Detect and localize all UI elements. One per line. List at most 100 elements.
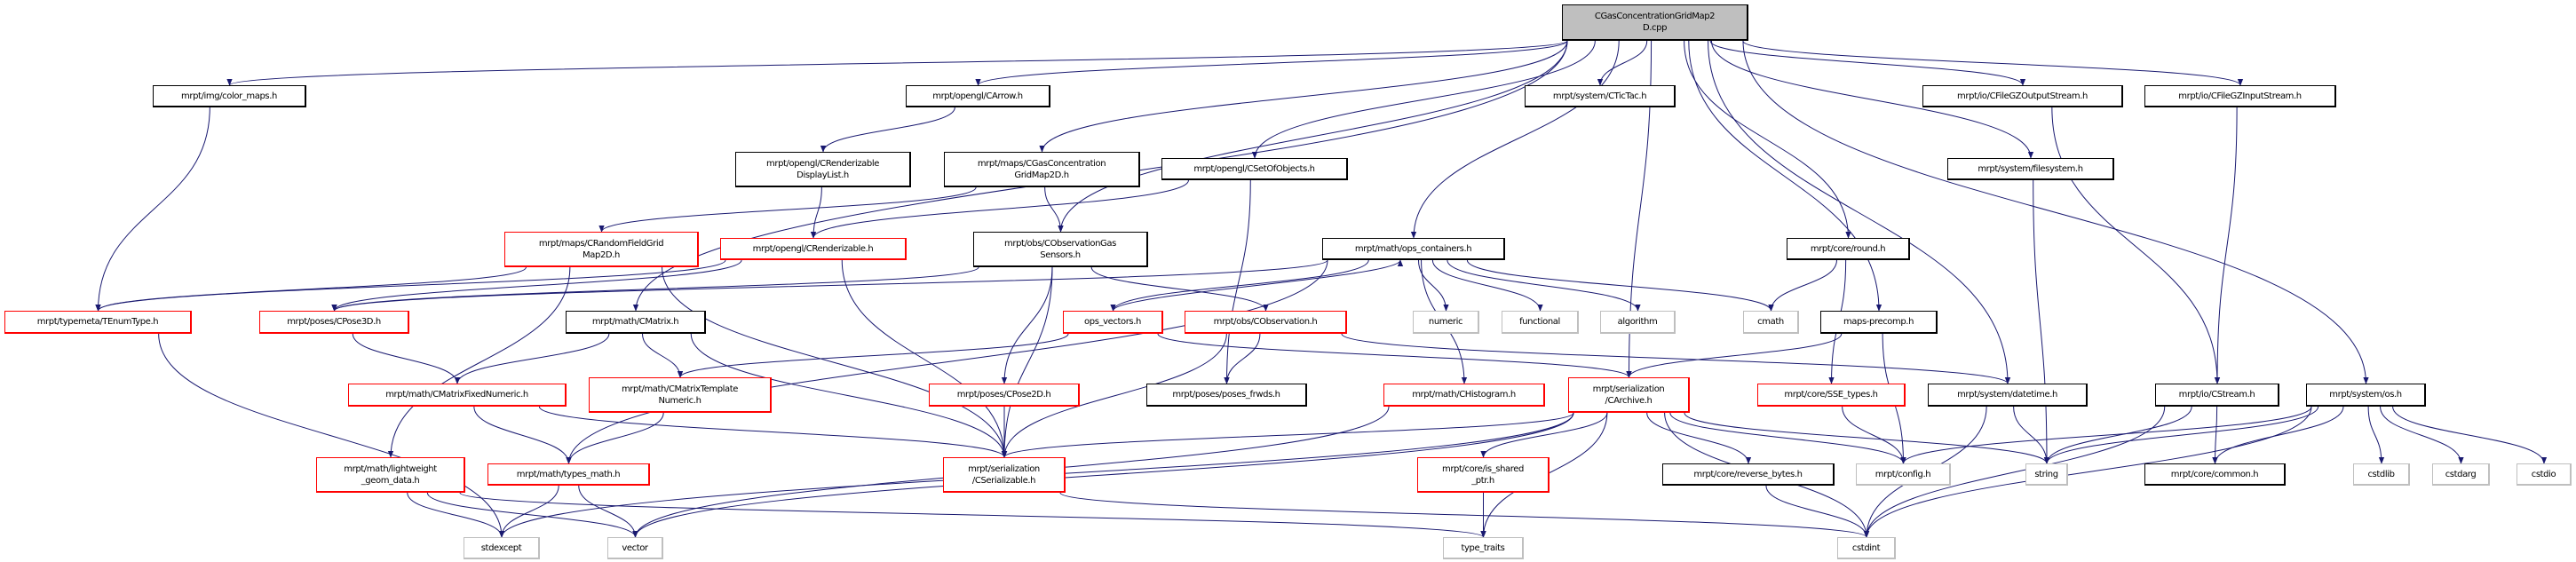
node-cobservation[interactable]: mrpt/obs/CObservation.h: [1185, 311, 1347, 334]
edge-csetofobjects-to-crenderizable: [810, 179, 1189, 239]
edge-cstream-to-cstdint: [1863, 406, 2166, 538]
node-csetofobjects[interactable]: mrpt/opengl/CSetOfObjects.h: [1161, 158, 1348, 180]
node-string[interactable]: string: [2025, 463, 2068, 486]
edge-carchive-to-config: [1669, 412, 1906, 464]
node-cstdarg[interactable]: cstdarg: [2432, 463, 2490, 486]
edge-carrow-to-crdl: [820, 107, 955, 153]
node-round[interactable]: mrpt/core/round.h: [1787, 238, 1910, 260]
edge-cobsgas-to-cpose3d: [331, 266, 979, 312]
node-maps-precomp[interactable]: maps-precomp.h: [1820, 311, 1938, 334]
node-cfilegzout[interactable]: mrpt/io/CFileGZOutputStream.h: [1922, 85, 2123, 107]
edge-cobsgas-to-cpose2d: [1001, 266, 1053, 384]
edge-root-to-cobsgas: [1058, 40, 1568, 233]
edge-root-to-cfilegzin: [1742, 40, 2244, 86]
node-crenderizable[interactable]: mrpt/opengl/CRenderizable.h: [720, 238, 907, 260]
edge-root-to-maps_precomp: [1688, 40, 1882, 312]
node-vector[interactable]: vector: [607, 537, 663, 559]
edge-carchive-to-string: [1684, 412, 2050, 464]
node-crdl[interactable]: mrpt/opengl/CRenderizable DisplayList.h: [735, 152, 911, 187]
edge-sse_types-to-config: [1842, 406, 1906, 464]
node-is-shared-ptr[interactable]: mrpt/core/is_shared _ptr.h: [1417, 457, 1550, 493]
node-datetime[interactable]: mrpt/system/datetime.h: [1928, 384, 2088, 407]
edge-ops_vectors-to-cmtemplate: [677, 333, 1069, 378]
edge-os-to-config: [1900, 406, 2312, 464]
edge-ops_vectors-to-ops_containers: [1113, 259, 1404, 312]
node-carrow[interactable]: mrpt/opengl/CArrow.h: [906, 85, 1050, 107]
edge-ops_containers-to-types_math: [566, 259, 1328, 464]
node-cmath[interactable]: cmath: [1743, 311, 1799, 334]
node-numeric[interactable]: numeric: [1413, 311, 1479, 334]
node-cpose2d[interactable]: mrpt/poses/CPose2D.h: [929, 384, 1080, 407]
node-carchive[interactable]: mrpt/serialization /CArchive.h: [1568, 377, 1690, 413]
node-crandomfield[interactable]: mrpt/maps/CRandomFieldGrid Map2D.h: [504, 232, 699, 267]
node-os[interactable]: mrpt/system/os.h: [2306, 384, 2426, 407]
edge-crenderizable-to-tenumtype: [95, 259, 726, 312]
edge-tenumtype-to-stdexcept: [158, 333, 505, 538]
edge-filesystem-to-string: [2033, 179, 2050, 464]
node-reverse-bytes[interactable]: mrpt/core/reverse_bytes.h: [1662, 463, 1835, 486]
edge-ops_vectors-to-carchive: [1157, 333, 1632, 378]
edge-cgash-to-crandomfield: [598, 186, 977, 233]
node-cstdint[interactable]: cstdint: [1837, 537, 1896, 559]
edge-types_math-to-stdexcept: [498, 485, 559, 538]
node-type-traits[interactable]: type_traits: [1443, 537, 1524, 559]
edge-crenderizable-to-cserializable: [841, 259, 1008, 458]
node-cpose3d[interactable]: mrpt/poses/CPose3D.h: [259, 311, 409, 334]
edge-cobsgas-to-cserializable: [1001, 266, 1053, 458]
edge-cmfixed-to-types_math: [473, 406, 572, 464]
edge-root-to-cfilegzout: [1709, 40, 2026, 86]
edge-cpose3d-to-cmfixed: [352, 333, 461, 384]
edge-cobsgas-to-cobservation: [1090, 266, 1269, 312]
node-stdexcept[interactable]: stdexcept: [464, 537, 540, 559]
edge-cfilegzout-to-cstream: [2051, 107, 2221, 384]
edge-round-to-cmath: [1768, 259, 1837, 312]
node-types-math[interactable]: mrpt/math/types_math.h: [487, 463, 650, 486]
edge-datetime-to-string: [2013, 406, 2050, 464]
node-cobsgas[interactable]: mrpt/obs/CObservationGas Sensors.h: [973, 232, 1148, 267]
edge-cmfixed-to-cserializable: [538, 406, 1008, 458]
node-ops-vectors[interactable]: ops_vectors.h: [1063, 311, 1163, 334]
edge-color_maps-to-tenumtype: [95, 107, 210, 312]
edge-root-to-color_maps: [226, 40, 1568, 86]
node-cmfixed[interactable]: mrpt/math/CMatrixFixedNumeric.h: [348, 384, 567, 407]
node-common[interactable]: mrpt/core/common.h: [2144, 463, 2286, 486]
edge-cobservation-to-poses_frwds: [1224, 333, 1261, 384]
edge-lightweight-to-vector: [426, 492, 638, 538]
edge-cobservation-to-datetime: [1341, 333, 2011, 384]
node-ctictac[interactable]: mrpt/system/CTicTac.h: [1525, 85, 1676, 107]
edge-ops_containers-to-ops_vectors: [1110, 259, 1369, 312]
edge-root-to-os: [1742, 40, 2369, 384]
edge-ops_containers-to-cpose3d: [331, 259, 1328, 312]
node-tenumtype[interactable]: mrpt/typemeta/TEnumType.h: [4, 311, 192, 334]
edge-maps_precomp-to-carchive: [1626, 333, 1843, 378]
edge-cstream-to-string: [2043, 406, 2192, 464]
node-cstream[interactable]: mrpt/io/CStream.h: [2155, 384, 2279, 407]
node-cfilegzin[interactable]: mrpt/io/CFileGZInputStream.h: [2144, 85, 2336, 107]
node-root[interactable]: CGasConcentrationGridMap2 D.cpp: [1562, 4, 1748, 41]
edge-os-to-string: [2043, 406, 2319, 464]
node-cstdio[interactable]: cstdio: [2517, 463, 2572, 486]
node-cstdlib[interactable]: cstdlib: [2353, 463, 2410, 486]
edge-cmatrix-to-cmtemplate: [642, 333, 684, 378]
edge-cstream-to-common: [2212, 406, 2218, 464]
node-chistogram[interactable]: mrpt/math/CHistogram.h: [1383, 384, 1545, 407]
node-ops-containers[interactable]: mrpt/math/ops_containers.h: [1322, 238, 1505, 260]
edge-root-to-datetime: [1708, 40, 2011, 384]
edge-carchive-to-vector: [632, 412, 1574, 538]
edge-cfilegzin-to-cstream: [2214, 107, 2238, 384]
edge-ops_containers-to-cmath: [1466, 259, 1774, 312]
node-color-maps[interactable]: mrpt/img/color_maps.h: [153, 85, 306, 107]
node-cgash[interactable]: mrpt/maps/CGasConcentration GridMap2D.h: [944, 152, 1140, 187]
node-algorithm[interactable]: algorithm: [1600, 311, 1676, 334]
node-filesystem[interactable]: mrpt/system/filesystem.h: [1947, 158, 2114, 180]
node-cmtemplate[interactable]: mrpt/math/CMatrixTemplate Numeric.h: [589, 377, 772, 413]
node-cserializable[interactable]: mrpt/serialization /CSerializable.h: [943, 457, 1066, 493]
node-sse-types[interactable]: mrpt/core/SSE_types.h: [1757, 384, 1906, 407]
node-config[interactable]: mrpt/config.h: [1856, 463, 1951, 486]
node-poses-frwds[interactable]: mrpt/poses/poses_frwds.h: [1146, 384, 1307, 407]
edge-carchive-to-cserializable: [1001, 412, 1574, 458]
node-cmatrix[interactable]: mrpt/math/CMatrix.h: [566, 311, 706, 334]
node-lightweight[interactable]: mrpt/math/lightweight _geom_data.h: [316, 457, 465, 493]
edge-root-to-csetofobjects: [1251, 40, 1596, 159]
node-functional[interactable]: functional: [1502, 311, 1579, 334]
